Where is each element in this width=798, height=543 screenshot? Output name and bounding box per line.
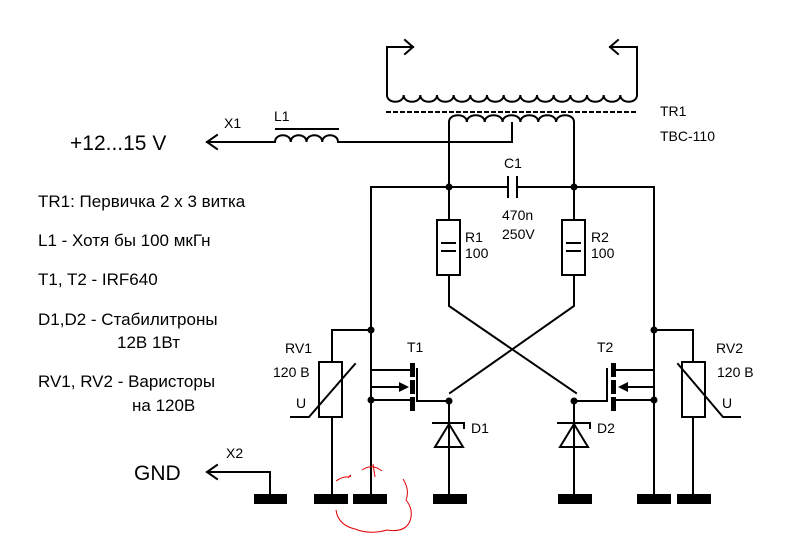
note-diodes-rating: 12В 1Вт xyxy=(117,333,180,352)
note-varistors-rating: на 120В xyxy=(132,396,195,415)
d1-label: D1 xyxy=(471,420,489,436)
tr1-type: TBC-110 xyxy=(660,128,715,144)
red-annotation xyxy=(335,463,412,533)
transistor-t1 xyxy=(367,326,453,411)
transistor-t2 xyxy=(570,326,658,411)
r2-label: R2 xyxy=(591,229,609,245)
note-tr1: TR1: Первичка 2 х 3 витка xyxy=(38,192,246,211)
c1-label: C1 xyxy=(504,155,522,171)
varistor-rv2 xyxy=(653,329,741,497)
tr1-label: TR1 xyxy=(660,103,687,119)
c1-voltage: 250V xyxy=(502,226,535,242)
supply-line xyxy=(205,122,513,151)
top-bus xyxy=(370,183,655,401)
rv1-label: RV1 xyxy=(285,340,312,356)
r2-value: 100 xyxy=(591,245,615,261)
rv1-symbol: U xyxy=(296,395,306,411)
rv2-symbol: U xyxy=(722,395,732,411)
t2-label: T2 xyxy=(597,339,614,355)
r1-label: R1 xyxy=(465,229,483,245)
x1-label: X1 xyxy=(224,115,241,131)
note-varistors: RV1, RV2 - Варисторы xyxy=(38,372,215,391)
capacitor-c1 xyxy=(507,176,518,198)
r1-value: 100 xyxy=(465,245,489,261)
resistor-r1 xyxy=(436,186,578,395)
varistor-rv1 xyxy=(290,329,372,497)
rv2-value: 120 B xyxy=(717,364,754,380)
x2-label: X2 xyxy=(226,445,243,461)
transformer-primary xyxy=(448,114,575,188)
power-label: +12...15 V xyxy=(70,132,166,155)
t1-label: T1 xyxy=(407,339,424,355)
transformer-secondary xyxy=(385,38,639,103)
note-diodes: D1,D2 - Стабилитроны xyxy=(38,310,218,329)
gnd-label: GND xyxy=(134,462,181,485)
zener-d2 xyxy=(557,400,591,497)
note-l1: L1 - Хотя бы 100 мкГн xyxy=(38,231,211,250)
note-transistors: T1, T2 - IRF640 xyxy=(38,270,158,289)
ground-pads xyxy=(205,399,711,504)
zener-d1 xyxy=(432,400,465,497)
rv1-value: 120 B xyxy=(273,364,310,380)
c1-value: 470n xyxy=(502,207,533,223)
d2-label: D2 xyxy=(597,420,615,436)
l1-label: L1 xyxy=(274,108,290,124)
resistor-r2 xyxy=(448,186,586,395)
rv2-label: RV2 xyxy=(716,340,743,356)
